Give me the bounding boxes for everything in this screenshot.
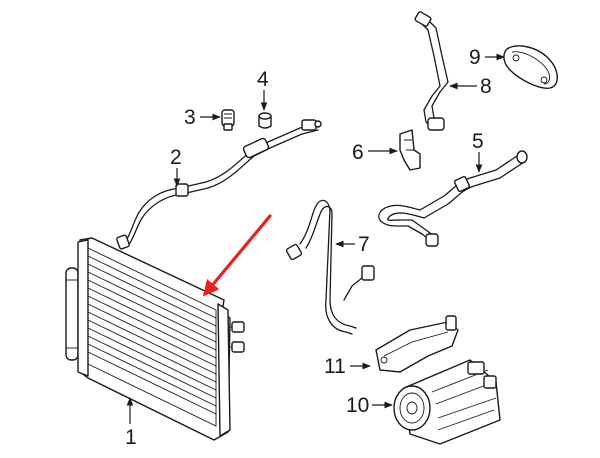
callout-number-3: 3 [184,106,196,129]
callout-number-5: 5 [472,130,484,153]
gasket-part [503,45,558,89]
callout-number-2: 2 [170,146,182,169]
red-highlight-arrow [202,214,272,297]
liquid-line-part [116,119,322,250]
liquid-line-sensor-block [242,137,270,159]
receiver-drier-tank [65,267,79,361]
discharge-hose-fitting [361,265,375,281]
callout-number-9: 9 [469,46,481,69]
condenser-bracket-bottom [231,341,245,353]
callout-number-11: 11 [324,355,346,378]
callout-number-4: 4 [257,68,269,91]
condenser-bracket-top [231,321,245,333]
pressure-switch-part [221,109,235,131]
discharge-hose-part [285,199,375,335]
callout-number-6: 6 [352,141,364,164]
suction-hose-part [378,150,528,247]
compressor-pulley [393,385,431,431]
service-cap-part [258,112,272,129]
condenser-part [65,237,245,441]
callout-number-1: 1 [125,426,137,449]
line-assembly-part [414,11,449,131]
suction-hose-fitting [425,233,439,247]
callout-number-7: 7 [358,233,370,256]
condenser-fins [87,255,217,415]
hose-bracket-part [399,129,421,171]
compressor-part [393,359,501,445]
callout-number-8: 8 [480,75,492,98]
compressor-bracket-part [375,315,459,373]
callout-number-10: 10 [346,394,369,417]
